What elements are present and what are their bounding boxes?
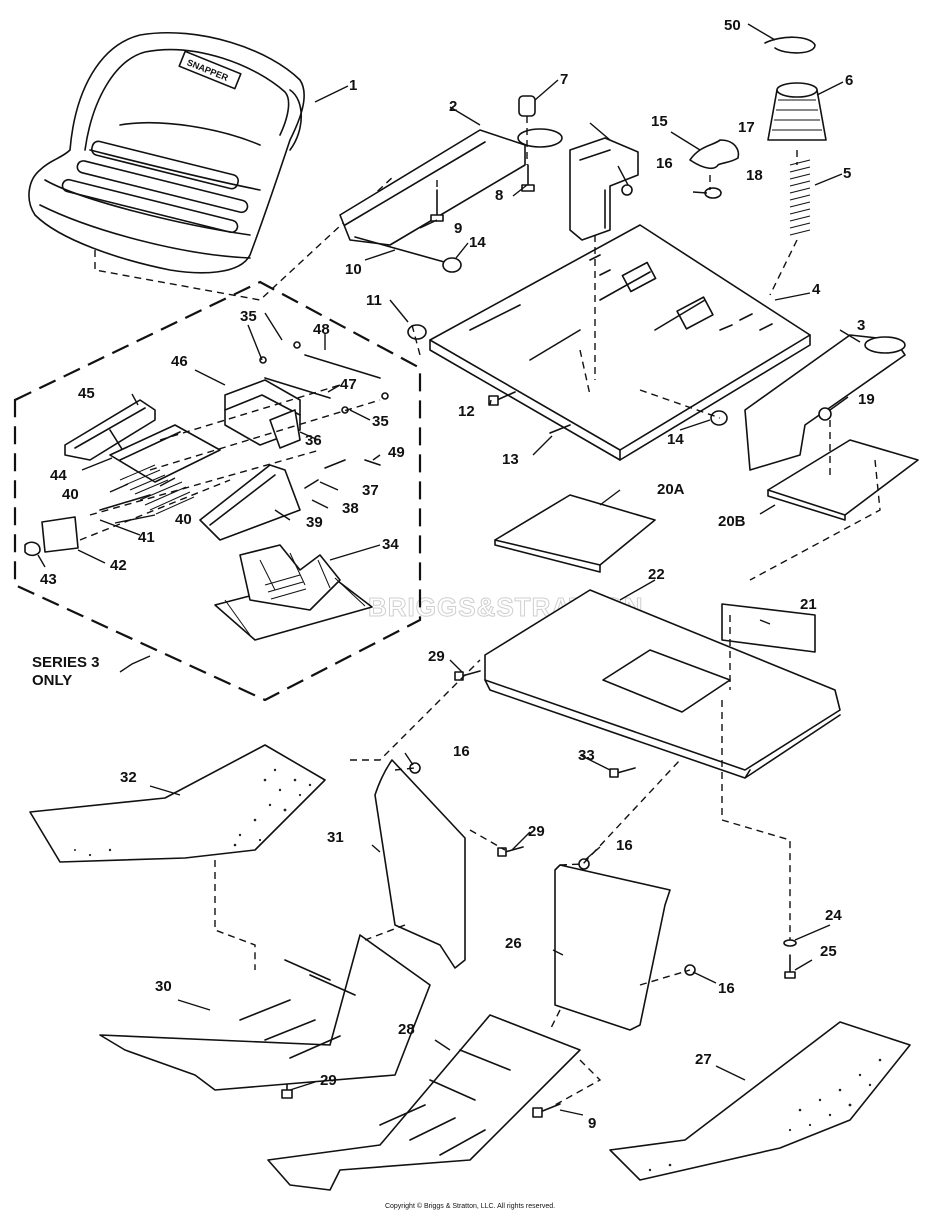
callout-18: 18 [746, 167, 763, 184]
callout-10: 10 [345, 261, 362, 278]
callout-16-left: 16 [453, 743, 470, 760]
callout-46: 46 [171, 353, 188, 370]
callout-39: 39 [306, 514, 323, 531]
callout-11: 11 [366, 292, 382, 309]
callout-40-left: 40 [62, 486, 79, 503]
callout-8: 8 [495, 187, 503, 204]
callout-30: 30 [155, 978, 172, 995]
callout-29-top: 29 [428, 648, 445, 665]
callout-6: 6 [845, 72, 853, 89]
seat: SNAPPER [28, 31, 305, 274]
callout-16-right: 16 [718, 980, 735, 997]
callout-29-bottom: 29 [320, 1072, 337, 1089]
callout-16-top: 16 [656, 155, 673, 172]
callout-17: 17 [738, 119, 755, 136]
callout-15: 15 [651, 113, 668, 130]
series-3-boundary [13, 280, 422, 702]
callout-4: 4 [812, 281, 821, 298]
callout-43: 43 [40, 571, 57, 588]
callout-13: 13 [502, 451, 519, 468]
callout-45: 45 [78, 385, 95, 402]
callout-33: 33 [578, 747, 595, 764]
callout-48: 48 [313, 321, 330, 338]
callout-22: 22 [648, 566, 665, 583]
callout-24: 24 [825, 907, 842, 924]
right-floor-pan [267, 1014, 581, 1191]
callout-2: 2 [449, 98, 457, 115]
callout-38: 38 [342, 500, 359, 517]
callout-25: 25 [820, 943, 837, 960]
callout-14-top: 14 [469, 234, 486, 251]
callout-12: 12 [458, 403, 475, 420]
callout-31: 31 [327, 829, 344, 846]
suspension-assembly-parts [24, 341, 389, 641]
callout-21: 21 [800, 596, 817, 613]
callout-32: 32 [120, 769, 137, 786]
series-note-line-1: SERIES 3 [32, 654, 100, 671]
callout-27: 27 [695, 1051, 712, 1068]
left-floor-pan [99, 934, 431, 1091]
callout-50: 50 [724, 17, 741, 34]
left-floor-mat [29, 744, 326, 863]
copyright-notice: Copyright © Briggs & Stratton, LLC. All … [384, 1203, 556, 1210]
callout-26: 26 [505, 935, 522, 952]
callout-35-right: 35 [372, 413, 389, 430]
callout-20A: 20A [657, 481, 685, 498]
seat-hinge-bracket [339, 128, 563, 246]
callout-29-mid: 29 [528, 823, 545, 840]
callout-34: 34 [382, 536, 399, 553]
callout-49: 49 [388, 444, 405, 461]
callout-1: 1 [349, 77, 357, 94]
callout-20B: 20B [718, 513, 746, 530]
callout-41: 41 [138, 529, 155, 546]
callout-36: 36 [305, 432, 322, 449]
callout-3: 3 [857, 317, 865, 334]
callout-42: 42 [110, 557, 127, 574]
callout-37: 37 [362, 482, 379, 499]
callout-19: 19 [858, 391, 875, 408]
callout-5: 5 [843, 165, 851, 182]
callout-47: 47 [340, 376, 357, 393]
callout-9-top: 9 [454, 220, 462, 237]
right-floor-mat [609, 1021, 911, 1181]
callout-40-right: 40 [175, 511, 192, 528]
callout-leaders [37, 23, 861, 1116]
callout-14-bottom: 14 [667, 431, 684, 448]
callout-28: 28 [398, 1021, 415, 1038]
callout-35-top: 35 [240, 308, 257, 325]
callout-7: 7 [560, 71, 568, 88]
seat-mounting-plate [429, 224, 811, 461]
callout-9-bottom: 9 [588, 1115, 596, 1132]
callout-44: 44 [50, 467, 67, 484]
callout-16-mid: 16 [616, 837, 633, 854]
series-note-line-2: ONLY [32, 672, 72, 689]
